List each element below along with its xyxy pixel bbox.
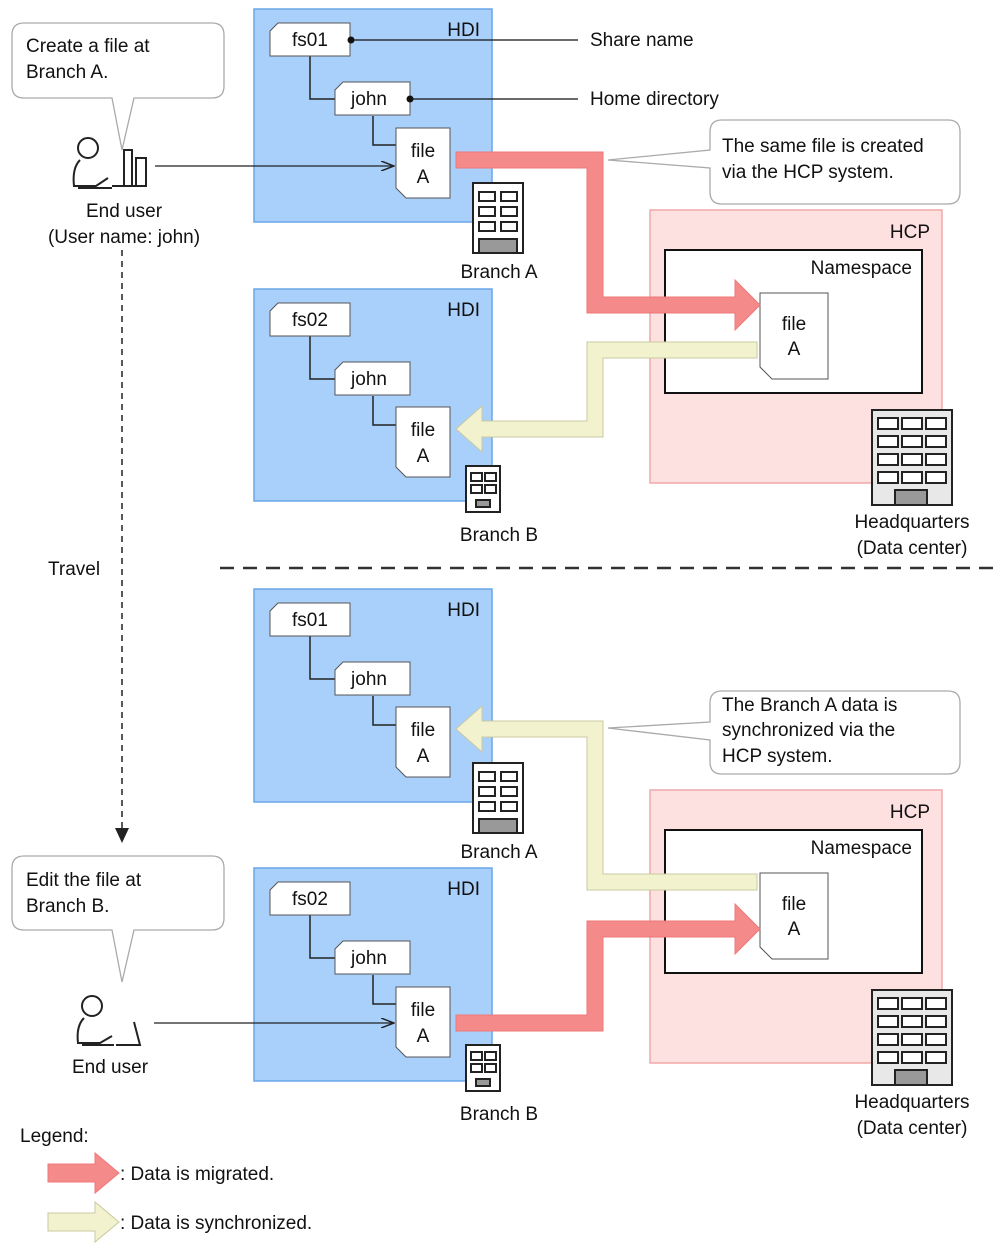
svg-text:Branch A: Branch A xyxy=(460,262,537,283)
headquarters-building-icon xyxy=(871,409,953,506)
tree-connector xyxy=(309,914,396,1005)
branch-building-icon xyxy=(472,182,524,254)
legend-migrate-arrow-icon xyxy=(47,1151,120,1195)
svg-text:HCP system.: HCP system. xyxy=(722,746,833,767)
svg-text:john: john xyxy=(350,948,387,969)
hcp-file-lower: file A xyxy=(759,872,829,960)
hdi-panel-branch-a-upper: HDI fs01 john file A xyxy=(253,8,493,223)
home-folder-box xyxy=(334,661,411,696)
tree-connector xyxy=(309,335,396,426)
svg-text:Branch B: Branch B xyxy=(460,525,538,546)
svg-text:(Data center): (Data center) xyxy=(857,538,968,559)
hdi-panel-branch-b-lower: HDI fs02 john file A xyxy=(253,867,493,1082)
svg-text:Branch A.: Branch A. xyxy=(26,62,108,83)
tree-connector xyxy=(309,635,396,726)
end-user-icon xyxy=(76,995,142,1046)
tree-connector xyxy=(309,55,396,146)
svg-text:A: A xyxy=(788,339,801,360)
svg-text:End user: End user xyxy=(86,201,163,222)
file-document-icon xyxy=(395,127,451,199)
svg-text:fs02: fs02 xyxy=(292,889,328,910)
home-directory-callout: Home directory xyxy=(406,89,719,110)
svg-text:Home directory: Home directory xyxy=(590,89,719,110)
svg-text:john: john xyxy=(350,369,387,390)
branch-building-icon xyxy=(465,465,501,513)
hdi-panel-branch-b-upper: HDI fs02 john file A xyxy=(253,288,493,502)
svg-text:Branch B: Branch B xyxy=(460,1104,538,1125)
svg-text:Namespace: Namespace xyxy=(811,838,912,859)
svg-text:HDI: HDI xyxy=(447,300,480,321)
end-user-icon xyxy=(72,137,147,189)
svg-text:file: file xyxy=(411,1000,435,1021)
share-folder-box xyxy=(269,22,351,57)
branch-building-icon xyxy=(472,762,524,834)
svg-text:(User name: john): (User name: john) xyxy=(48,227,200,248)
file-document-icon xyxy=(395,986,451,1058)
svg-text:fs02: fs02 xyxy=(292,310,328,331)
svg-text:file: file xyxy=(411,420,435,441)
svg-text:A: A xyxy=(417,1026,430,1047)
home-folder-box xyxy=(334,361,411,396)
svg-text:file: file xyxy=(782,894,806,915)
share-name-callout: Share name xyxy=(347,30,694,51)
share-folder-box xyxy=(269,602,351,637)
svg-text:HCP: HCP xyxy=(890,802,930,823)
svg-text:Branch A: Branch A xyxy=(460,842,537,863)
svg-text:A: A xyxy=(417,446,430,467)
headquarters-building-icon xyxy=(871,989,953,1086)
svg-text:synchronized via the: synchronized via the xyxy=(722,720,895,741)
svg-text:End user: End user xyxy=(72,1057,149,1078)
svg-text:fs01: fs01 xyxy=(292,30,328,51)
svg-text:john: john xyxy=(350,669,387,690)
file-document-icon xyxy=(395,406,451,478)
svg-text:Create a file at: Create a file at xyxy=(26,36,150,57)
legend-synchronized-label: : Data is synchronized. xyxy=(120,1213,312,1234)
hcp-file-upper: file A xyxy=(759,292,829,380)
legend-title: Legend: xyxy=(20,1126,89,1147)
callout-same-file-created: The same file is created via the HCP sys… xyxy=(607,119,961,205)
migrate-arrow-lower xyxy=(455,902,761,1032)
travel-label: Travel xyxy=(48,559,100,580)
migrate-arrow-upper xyxy=(455,151,761,332)
callout-branch-a-synchronized: The Branch A data is synchronized via th… xyxy=(607,690,961,775)
home-folder-box xyxy=(334,940,411,975)
svg-text:A: A xyxy=(788,919,801,940)
svg-text:HCP: HCP xyxy=(890,222,930,243)
svg-text:HDI: HDI xyxy=(447,600,480,621)
travel-arrowhead xyxy=(115,828,129,843)
svg-text:via the HCP system.: via the HCP system. xyxy=(722,162,894,183)
legend-migrated-label: : Data is migrated. xyxy=(120,1164,274,1185)
svg-text:Headquarters: Headquarters xyxy=(854,512,969,533)
svg-text:HDI: HDI xyxy=(447,20,480,41)
svg-text:A: A xyxy=(417,746,430,767)
user-callout-edit: Edit the file at Branch B. xyxy=(11,855,225,983)
svg-text:The Branch A data is: The Branch A data is xyxy=(722,695,897,716)
user-callout-create: Create a file at Branch A. xyxy=(11,22,225,151)
svg-text:file: file xyxy=(411,720,435,741)
svg-text:Branch B.: Branch B. xyxy=(26,896,109,917)
sync-arrow-lower xyxy=(455,704,758,891)
svg-text:Headquarters: Headquarters xyxy=(854,1092,969,1113)
file-document-icon xyxy=(395,706,451,778)
svg-text:Namespace: Namespace xyxy=(811,258,912,279)
svg-text:The same file is created: The same file is created xyxy=(722,136,924,157)
svg-text:Edit the file at: Edit the file at xyxy=(26,870,142,891)
branch-building-icon xyxy=(465,1044,501,1092)
svg-text:(Data center): (Data center) xyxy=(857,1118,968,1139)
legend-sync-arrow-icon xyxy=(47,1200,120,1244)
sync-arrow-upper xyxy=(455,341,758,454)
svg-text:fs01: fs01 xyxy=(292,610,328,631)
svg-text:file: file xyxy=(782,314,806,335)
svg-text:file: file xyxy=(411,141,435,162)
svg-text:A: A xyxy=(417,167,430,188)
home-folder-box xyxy=(334,81,411,116)
svg-text:john: john xyxy=(350,89,387,110)
hdi-panel-branch-a-lower: HDI fs01 john file A xyxy=(253,588,493,803)
svg-text:Share name: Share name xyxy=(590,30,694,51)
svg-text:HDI: HDI xyxy=(447,879,480,900)
share-folder-box xyxy=(269,881,351,916)
share-folder-box xyxy=(269,302,351,337)
